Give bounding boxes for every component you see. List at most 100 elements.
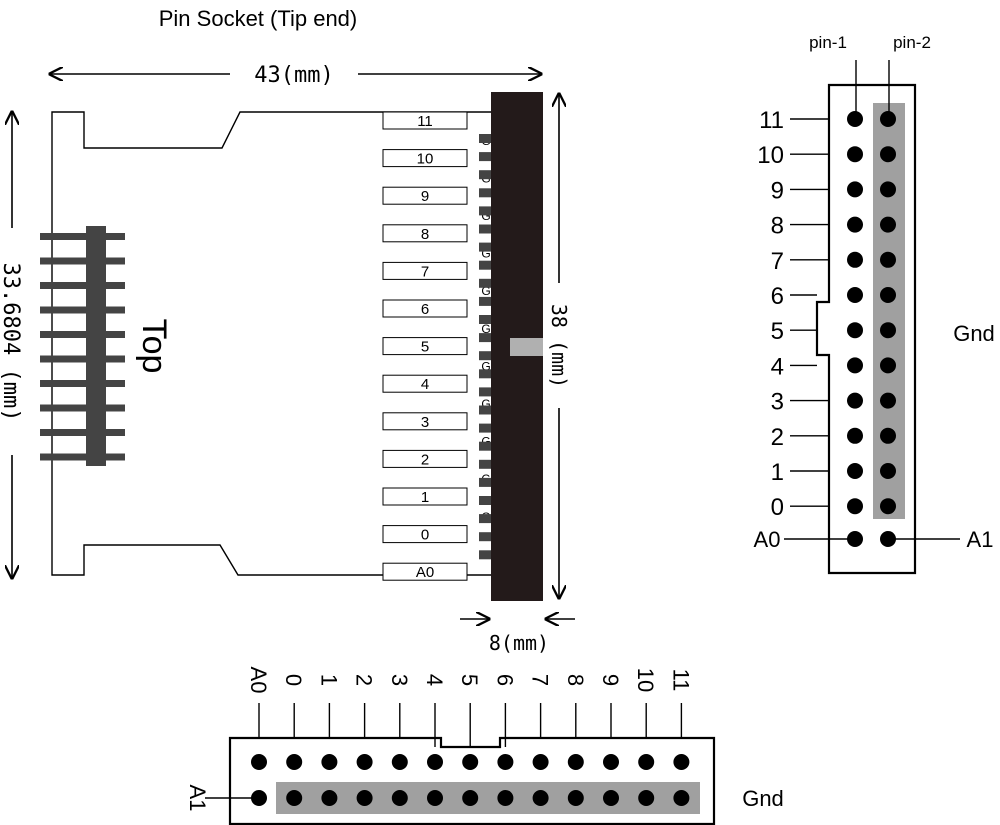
pad-finger [479, 387, 493, 397]
pad-finger [479, 296, 493, 306]
top-row-dot [497, 754, 514, 770]
ground-pad-label: G [481, 247, 490, 261]
header-pin [40, 233, 125, 240]
pad-finger [479, 405, 493, 415]
right-gnd-label: Gnd [953, 321, 995, 346]
header-pin [40, 257, 125, 265]
pad-finger [479, 477, 493, 487]
bottom-gnd-band [276, 782, 700, 814]
pin2-dot [880, 251, 896, 268]
pad-label: 7 [421, 263, 429, 280]
row-label: 9 [771, 177, 784, 204]
bottom-gnd-label: Gnd [742, 786, 784, 811]
pad-finger [479, 351, 493, 361]
column-label: 8 [563, 674, 588, 686]
pin1-dot [847, 498, 863, 515]
pad-finger [479, 224, 493, 234]
top-row-dot [321, 754, 338, 770]
connector-notch [510, 338, 543, 356]
bottom-row-dot [567, 790, 584, 806]
top-label: Top [135, 319, 173, 374]
right-gnd-band [873, 103, 905, 519]
pin2-label: pin-2 [893, 33, 931, 52]
pin2-dot [880, 287, 896, 303]
ground-pad-label: G [481, 397, 490, 411]
pad-finger [479, 188, 493, 198]
pad-box [382, 525, 468, 544]
top-row-dot [638, 754, 655, 770]
pin2-dot [880, 392, 896, 409]
pad-finger [479, 550, 493, 560]
pad-finger [479, 134, 493, 143]
pad-finger [479, 514, 493, 524]
bottom-row-dot [603, 790, 619, 806]
bottom-row-dot [321, 790, 338, 806]
pad-finger [479, 441, 493, 451]
column-label: 5 [457, 674, 482, 686]
pad-finger [479, 423, 493, 433]
pad-finger [479, 532, 493, 542]
top-row-dot [251, 754, 267, 770]
pad-label: 4 [421, 376, 429, 393]
column-label: 11 [668, 669, 693, 692]
bottom-row-dot [427, 790, 443, 806]
header-pin [40, 404, 125, 412]
pin1-dot [847, 427, 863, 444]
pad-label: 5 [421, 339, 429, 356]
right-a0-label: A0 [754, 527, 781, 552]
pin1-dot [847, 322, 863, 339]
bottom-row-dot [638, 790, 655, 806]
pad-label: 2 [421, 451, 429, 468]
pad-label: 10 [417, 151, 434, 168]
pin1-dot [847, 146, 863, 163]
pad-finger [479, 152, 493, 162]
bottom-a1-label: A1 [185, 785, 210, 812]
bottom-row-dot [251, 790, 267, 806]
pad-finger [479, 496, 493, 505]
top-row-dot [603, 754, 619, 770]
pad-label: 11 [417, 113, 433, 130]
bottom-row-dot [532, 790, 549, 806]
ground-pad-label: G [481, 359, 490, 373]
board-height-dimension: 38 (mm) [547, 94, 571, 598]
pin1-dot [847, 463, 863, 479]
pin1-dot [847, 287, 863, 303]
ground-pad-label: G [481, 322, 490, 336]
diagram-title: Pin Socket (Tip end) [159, 6, 358, 31]
pad-label: 0 [421, 527, 429, 544]
width-dimension: 43(mm) [50, 63, 541, 88]
row-label: 11 [759, 107, 784, 134]
width-dimension-label: 43(mm) [254, 63, 333, 88]
pin2-dot [880, 427, 896, 444]
height-dimension-label: 33.6804 (mm) [0, 263, 23, 422]
pin2-dot [880, 357, 896, 374]
pad-finger [479, 315, 493, 324]
height-dimension: 33.6804 (mm) [0, 112, 23, 578]
pin2-dot [880, 498, 896, 515]
pad-label: 3 [421, 414, 429, 431]
pin2-dot [880, 322, 896, 339]
pad-finger [479, 206, 493, 216]
pad-box [382, 449, 468, 468]
pad-label: 1 [421, 489, 429, 506]
top-header [40, 226, 125, 466]
pad-box [382, 374, 468, 393]
a1-dot [880, 531, 896, 547]
row-label: 0 [771, 494, 784, 521]
pad-box [382, 299, 468, 318]
bottom-row-dot [286, 790, 303, 806]
bottom-row-dot [497, 790, 514, 806]
pad-finger [479, 278, 493, 288]
pad-box [382, 487, 468, 506]
top-row-dot [286, 754, 303, 770]
pin1-dot [847, 357, 863, 374]
pad-label: 6 [421, 301, 429, 318]
row-label: 10 [757, 142, 784, 169]
bottom-row-dot [673, 790, 690, 806]
pad-label: 9 [421, 188, 429, 205]
pin2-dot [880, 111, 896, 127]
ground-pad-label: G [481, 435, 490, 449]
pin1-dot [847, 251, 863, 268]
